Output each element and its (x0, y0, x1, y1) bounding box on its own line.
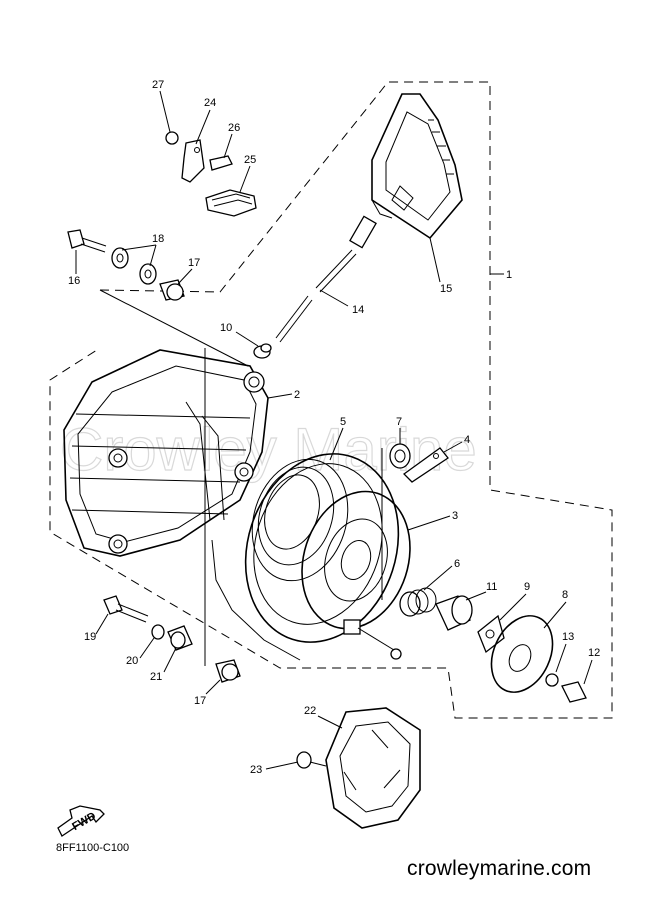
part-label-3: 3 (452, 510, 458, 522)
part-label-20: 20 (126, 655, 138, 667)
bolt-washers-spacer (67, 229, 185, 301)
part-label-7: 7 (396, 416, 402, 428)
drawing-code: 8FF1100-C100 (56, 842, 130, 854)
part-label-18: 18 (152, 233, 164, 245)
part-label-4: 4 (464, 434, 470, 446)
part-label-21: 21 (150, 671, 162, 683)
part-label-25: 25 (244, 154, 256, 166)
part-label-9: 9 (524, 581, 530, 593)
starter-pulley (296, 707, 421, 829)
starter-handle (349, 93, 463, 249)
part-label-24: 24 (204, 97, 216, 109)
part-label-8: 8 (562, 589, 568, 601)
fwd-arrow-icon: FWD (57, 805, 105, 837)
lower-left-parts (103, 595, 241, 683)
drive-components (399, 587, 587, 703)
part-label-22: 22 (304, 705, 316, 717)
rope-guide (253, 343, 272, 359)
part-label-14: 14 (352, 304, 364, 316)
part-label-16: 16 (68, 275, 80, 287)
part-label-23: 23 (250, 764, 262, 776)
part-label-1: 1 (506, 269, 512, 281)
part-label-19: 19 (84, 631, 96, 643)
part-label-5: 5 (340, 416, 346, 428)
part-label-12: 12 (588, 647, 600, 659)
part-label-13: 13 (562, 631, 574, 643)
part-label-27: 27 (152, 79, 164, 91)
part-label-10: 10 (220, 322, 232, 334)
pawl-spring (389, 443, 449, 483)
rope-reel (244, 453, 411, 660)
part-label-6: 6 (454, 558, 460, 570)
part-label-17-lower: 17 (194, 695, 206, 707)
site-watermark: crowleymarine.com (407, 857, 592, 880)
callouts: 27 24 26 25 18 17 16 15 1 14 10 2 5 7 4 … (68, 79, 600, 776)
upper-small-parts (165, 131, 257, 217)
part-label-26: 26 (228, 122, 240, 134)
part-label-11: 11 (486, 581, 497, 593)
part-label-2: 2 (294, 389, 300, 401)
assembly-boundary (49, 81, 613, 719)
part-label-15: 15 (440, 283, 452, 295)
starter-rope (275, 249, 357, 343)
part-label-17-upper: 17 (188, 257, 200, 269)
